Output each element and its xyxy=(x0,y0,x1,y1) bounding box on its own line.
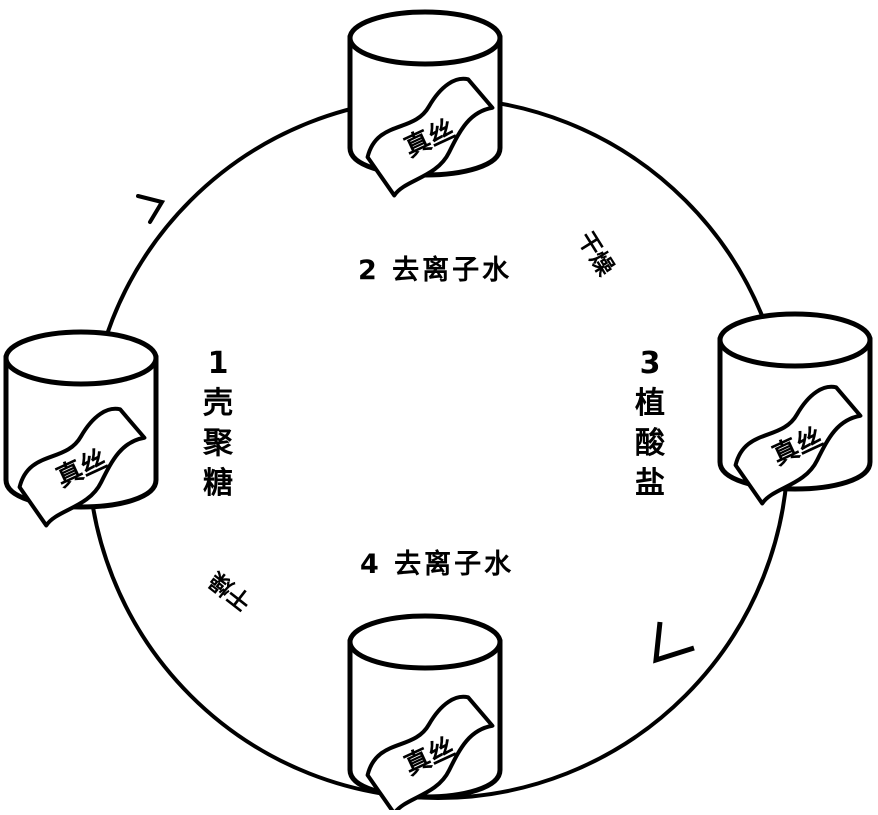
step-3-number: 3 xyxy=(639,346,661,381)
step-1-char: 糖 xyxy=(203,466,233,501)
step-1-label: 1 壳 聚 糖 xyxy=(198,344,238,504)
arrow-icon-bottom-right xyxy=(653,621,695,664)
step-3-char: 植 xyxy=(635,386,665,421)
beaker-step-4: 真丝 xyxy=(347,613,511,815)
step-1-number: 1 xyxy=(207,346,229,381)
step-1-char: 聚 xyxy=(203,426,233,461)
step-2-label: 2 去离子水 xyxy=(358,255,513,286)
step-1-char: 壳 xyxy=(203,386,233,421)
step-3-char: 酸 xyxy=(635,426,665,461)
step-4-label: 4 去离子水 xyxy=(360,549,515,580)
beaker-step-2: 真丝 xyxy=(347,9,511,201)
step-3-label: 3 植 酸 盐 xyxy=(630,344,670,504)
arrow-icon-top-left xyxy=(136,194,166,224)
step-3-char: 盐 xyxy=(635,466,665,501)
beaker-step-3: 真丝 xyxy=(717,311,878,509)
beaker-step-1: 真丝 xyxy=(3,329,163,531)
